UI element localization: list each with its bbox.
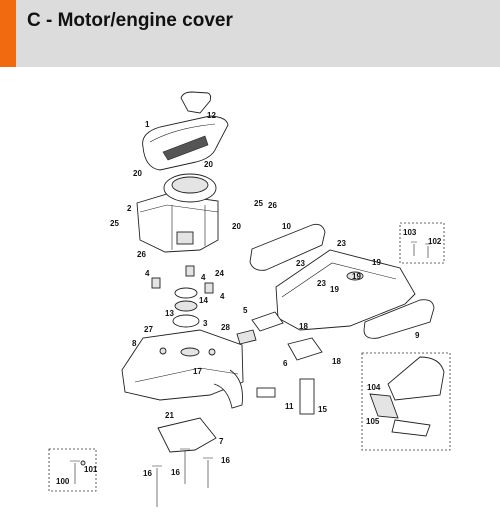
- callout-100: 100: [56, 477, 70, 486]
- callout-20-c: 20: [232, 222, 241, 231]
- part-12-cap: [180, 91, 212, 114]
- part-105-base: [391, 419, 431, 437]
- part-100-bolt: [70, 460, 80, 484]
- callout-23-b: 23: [296, 259, 305, 268]
- callout-11: 11: [285, 402, 294, 411]
- callout-18-a: 18: [299, 322, 308, 331]
- callout-23-c: 23: [317, 279, 326, 288]
- part-6-bracket: [287, 337, 323, 361]
- callout-4-a: 4: [145, 269, 150, 278]
- detail-box-100-101: [48, 448, 97, 492]
- part-7-plate: [157, 417, 217, 453]
- header-accent-bar: [0, 0, 16, 67]
- callout-19-c: 19: [330, 285, 339, 294]
- callout-15: 15: [318, 405, 327, 414]
- part-16-bolt-c: [203, 457, 213, 488]
- callout-numbers: 12 1 20 20 20 25 26 10 2 25 26 103 102 2…: [56, 111, 442, 486]
- callout-9: 9: [415, 331, 420, 340]
- callout-24: 24: [215, 269, 224, 278]
- callout-5: 5: [243, 306, 248, 315]
- callout-12: 12: [207, 111, 216, 120]
- part-103-screw: [411, 241, 417, 256]
- part-1-top-cover: [142, 115, 229, 171]
- callout-21: 21: [165, 411, 174, 420]
- part-4-bushing-c: [204, 282, 214, 294]
- part-10-hood-strip: [249, 223, 326, 271]
- part-4-bushing-a: [151, 277, 161, 289]
- callout-19-b: 19: [352, 272, 361, 281]
- callout-4-c: 4: [220, 292, 225, 301]
- callout-25-b: 25: [110, 219, 119, 228]
- detail-box-103-102: [399, 222, 445, 264]
- callout-4-b: 4: [201, 273, 206, 282]
- callout-101: 101: [84, 465, 98, 474]
- callout-10: 10: [282, 222, 291, 231]
- callout-25-a: 25: [254, 199, 263, 208]
- callout-20-b: 20: [204, 160, 213, 169]
- callout-23-a: 23: [337, 239, 346, 248]
- part-16-bolt-b: [180, 448, 190, 484]
- callout-17: 17: [193, 367, 202, 376]
- callout-16-a: 16: [143, 469, 152, 478]
- callout-3: 3: [203, 319, 208, 328]
- part-11-decal: [256, 387, 276, 398]
- chassis-plate: [275, 249, 416, 331]
- callout-103: 103: [403, 228, 417, 237]
- part-4-bushing-b: [185, 265, 195, 277]
- part-3-ring: [172, 314, 200, 328]
- callout-13: 13: [165, 309, 174, 318]
- callout-102: 102: [428, 237, 442, 246]
- part-102-screw: [425, 243, 431, 258]
- callout-7: 7: [219, 437, 224, 446]
- callout-105: 105: [366, 417, 380, 426]
- part-15-decal: [299, 378, 315, 415]
- callout-104: 104: [367, 383, 381, 392]
- part-101-washer: [80, 460, 86, 466]
- callout-1: 1: [145, 120, 150, 129]
- detail-box-104-105: [361, 352, 451, 451]
- part-5-bracket: [251, 311, 284, 332]
- part-8-base-fender: [121, 329, 244, 409]
- callout-28: 28: [221, 323, 230, 332]
- part-104-cover: [387, 356, 445, 401]
- callout-19-a: 19: [372, 258, 381, 267]
- callout-26-b: 26: [137, 250, 146, 259]
- callout-20-a: 20: [133, 169, 142, 178]
- part-9-side-strip: [363, 299, 435, 339]
- callout-18-b: 18: [332, 357, 341, 366]
- callout-6: 6: [283, 359, 288, 368]
- page-title: C - Motor/engine cover: [27, 10, 233, 31]
- part-13-ring: [174, 300, 198, 312]
- page-header: C - Motor/engine cover: [0, 0, 500, 67]
- part-105-insert: [369, 393, 399, 419]
- part-16-bolt-a: [152, 465, 162, 507]
- part-28-label: [236, 329, 257, 345]
- callout-14: 14: [199, 296, 208, 305]
- callout-16-b: 16: [171, 468, 180, 477]
- callout-16-c: 16: [221, 456, 230, 465]
- callout-8: 8: [132, 339, 137, 348]
- callout-26-a: 26: [268, 201, 277, 210]
- callout-2: 2: [127, 204, 132, 213]
- callout-27: 27: [144, 325, 153, 334]
- part-14-seal: [174, 287, 198, 299]
- part-2-engine: [136, 173, 219, 253]
